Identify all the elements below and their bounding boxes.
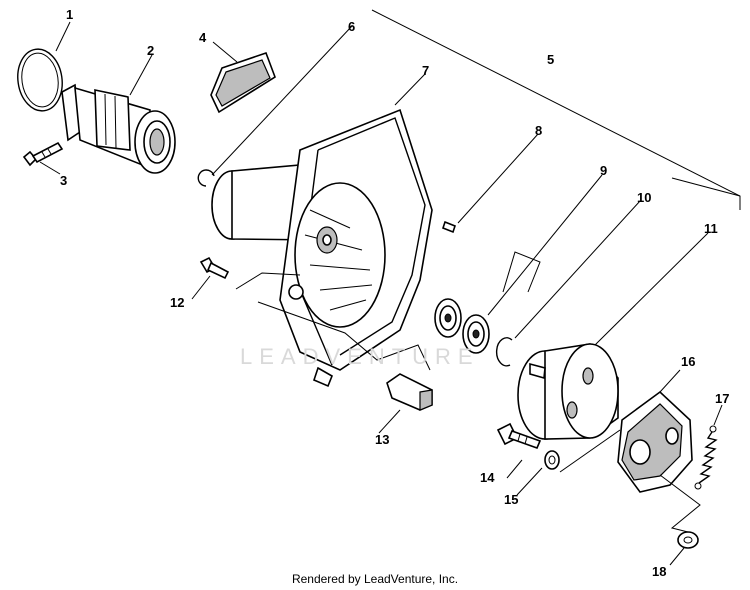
callout-17[interactable]: 17: [715, 391, 730, 406]
part-11-clutch-drum[interactable]: [517, 343, 619, 440]
leader-lines: [39, 9, 741, 566]
callout-1[interactable]: 1: [66, 7, 74, 22]
callout-11[interactable]: 11: [704, 221, 718, 236]
callout-10[interactable]: 10: [637, 190, 652, 205]
callout-16[interactable]: 16: [681, 354, 696, 369]
part-7-clutch-housing[interactable]: [211, 108, 433, 388]
part-14-bolt[interactable]: [496, 422, 542, 450]
part-2-coupling-housing[interactable]: [61, 83, 176, 174]
part-9-bearing-inner[interactable]: [462, 314, 490, 354]
callout-14[interactable]: 14: [480, 470, 495, 485]
callout-3[interactable]: 3: [60, 173, 68, 188]
callout-2[interactable]: 2: [147, 43, 155, 58]
part-12-bolt[interactable]: [199, 256, 230, 280]
part-4-label[interactable]: [210, 51, 276, 114]
callout-18[interactable]: 18: [652, 564, 667, 579]
callout-12[interactable]: 12: [170, 295, 185, 310]
callout-7[interactable]: 7: [422, 63, 430, 78]
callout-8[interactable]: 8: [535, 123, 543, 138]
part-13-bracket[interactable]: [386, 373, 433, 411]
part-8-pin[interactable]: [442, 220, 456, 234]
part-15-washer[interactable]: [544, 450, 560, 470]
part-18-washer[interactable]: [677, 531, 699, 549]
callout-5[interactable]: 5: [547, 52, 555, 67]
callout-4[interactable]: 4: [199, 30, 207, 45]
part-17-spring[interactable]: [694, 425, 718, 490]
part-10-retaining-ring[interactable]: [495, 337, 513, 367]
callout-13[interactable]: 13: [375, 432, 390, 447]
part-1-snap-ring[interactable]: [14, 46, 66, 114]
footer-credit: Rendered by LeadVenture, Inc.: [291, 572, 459, 586]
part-6-circlip[interactable]: [197, 169, 215, 187]
callout-6[interactable]: 6: [348, 19, 356, 34]
part-3-bolt[interactable]: [22, 141, 64, 167]
callout-9[interactable]: 9: [600, 163, 608, 178]
part-16-clutch-shoes[interactable]: [617, 390, 693, 493]
callout-15[interactable]: 15: [504, 492, 519, 507]
part-9-bearing-outer[interactable]: [434, 298, 462, 338]
watermark: LEADVENTURE: [240, 344, 480, 369]
